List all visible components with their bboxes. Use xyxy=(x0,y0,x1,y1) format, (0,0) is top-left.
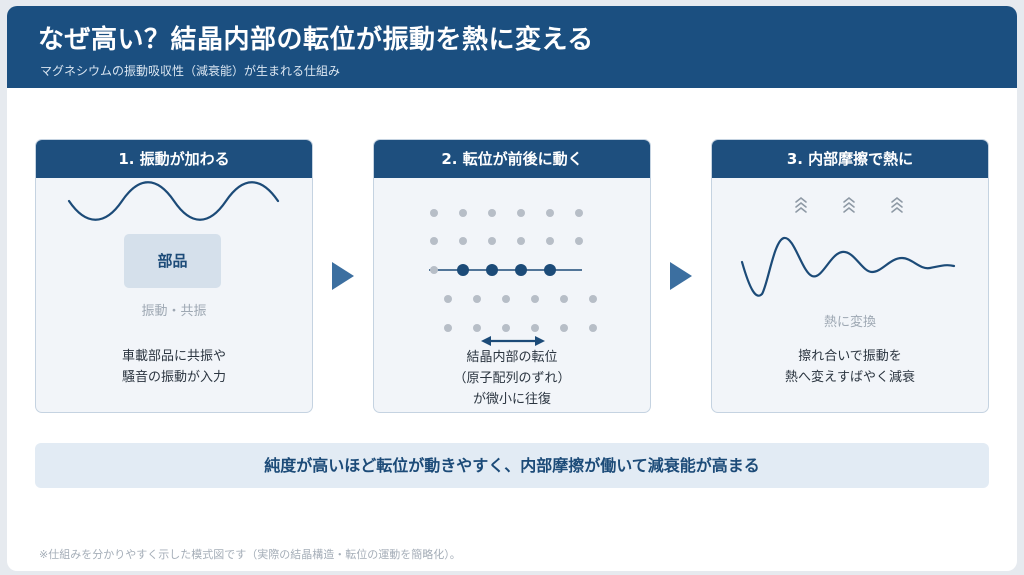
step-1-desc-line-1: 車載部品に共振や xyxy=(121,349,226,364)
footnote: ※仕組みを分かりやすく示した模式図です（実際の結晶構造・転位の運動を簡略化）。 xyxy=(39,548,461,561)
atom-lattice xyxy=(429,209,597,346)
heat-rising-icon xyxy=(795,196,903,213)
slide: なぜ高い？結晶内部の転位が振動を熱に変える マグネシウムの振動吸収性（減衰能）が… xyxy=(7,6,1017,571)
step-3-desc: 擦れ合いで振動を 熱へ変えすばやく減衰 xyxy=(712,346,988,388)
step-2-desc-line-2: （原子配列のずれ） xyxy=(453,371,571,386)
step-1-desc: 車載部品に共振や 騒音の振動が入力 xyxy=(36,346,312,388)
arrow-right-icon xyxy=(332,262,354,290)
step-3-title: 3. 内部摩擦で熱に xyxy=(712,140,988,178)
page-title: なぜ高い？結晶内部の転位が振動を熱に変える xyxy=(38,25,594,55)
atom-grid xyxy=(430,209,597,332)
arrow-right-icon xyxy=(670,262,692,290)
header: なぜ高い？結晶内部の転位が振動を熱に変える マグネシウムの振動吸収性（減衰能）が… xyxy=(7,6,1017,88)
step-card-2: 2. 転位が前後に動く xyxy=(373,139,651,413)
step-card-3: 3. 内部摩擦で熱に 熱に変換 擦れ合いで振動を 熱へ変えすばやく減衰 xyxy=(711,139,989,413)
conclusion-banner: 純度が高いほど転位が動きやすく、内部摩擦が働いて減衰能が高まる xyxy=(35,443,989,488)
wave-line-icon xyxy=(67,181,280,221)
page-subtitle: マグネシウムの振動吸収性（減衰能）が生まれる仕組み xyxy=(40,64,341,78)
double-arrow-icon xyxy=(481,336,545,346)
step-2-desc-line-3: が微小に往復 xyxy=(472,392,551,407)
step-2-desc-line-1: 結晶内部の転位 xyxy=(466,350,558,365)
step-1-muted-label: 振動・共振 xyxy=(141,304,207,319)
step-2-title: 2. 転位が前後に動く xyxy=(374,140,650,178)
step-3-desc-line-1: 擦れ合いで振動を xyxy=(798,349,902,364)
step-1-desc-line-2: 騒音の振動が入力 xyxy=(121,370,226,385)
step-2-desc: 結晶内部の転位 （原子配列のずれ） が微小に往復 xyxy=(374,347,650,410)
damped-wave-icon xyxy=(740,236,956,297)
step-3-graphics xyxy=(740,196,956,297)
part-box: 部品 xyxy=(124,234,221,288)
dislocation-atoms xyxy=(430,264,556,276)
step-1-title: 1. 振動が加わる xyxy=(36,140,312,178)
step-3-muted-label: 熱に変換 xyxy=(823,315,876,330)
step-3-desc-line-2: 熱へ変えすばやく減衰 xyxy=(784,370,915,385)
step-card-1: 1. 振動が加わる 部品 振動・共振 車載部品に共振や 騒音の振動が入力 xyxy=(35,139,313,413)
